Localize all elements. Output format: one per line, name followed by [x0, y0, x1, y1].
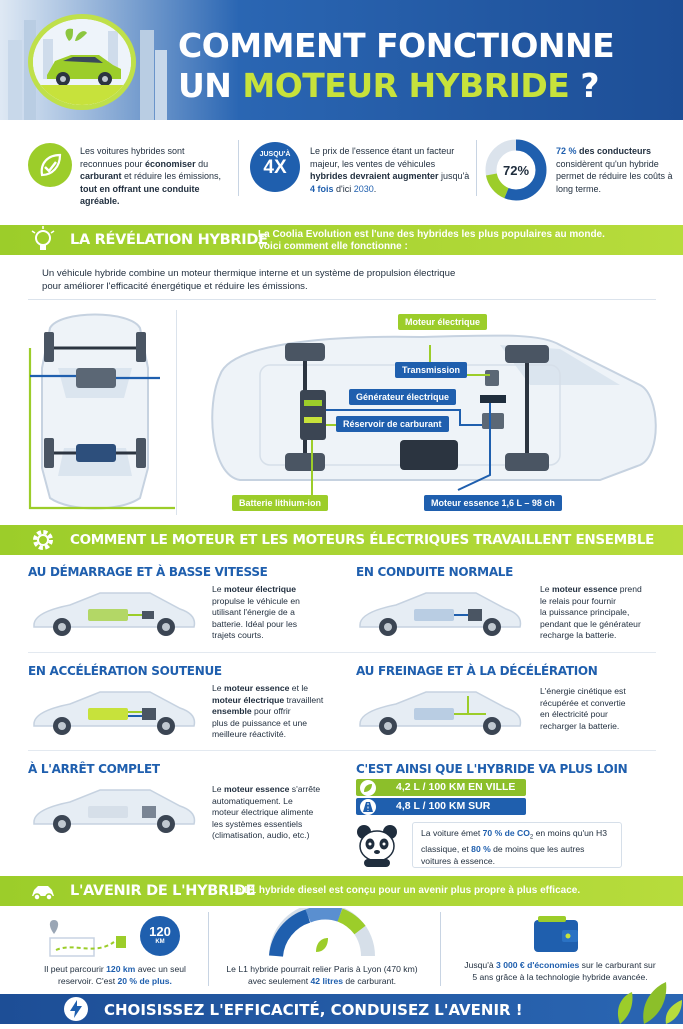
label-moteur-essence: Moteur essence 1,6 L – 98 ch — [424, 495, 562, 511]
divider — [476, 140, 477, 196]
car-top-view — [20, 308, 230, 514]
intro-text: Un véhicule hybride combine un moteur th… — [42, 268, 456, 292]
stat-drivers-text: 72 % des conducteurs considèrent qu'un h… — [556, 146, 673, 194]
divider — [176, 310, 177, 515]
mode-text-acceleration: Le moteur essence et le moteur électriqu… — [212, 683, 324, 739]
leaf-check-icon — [28, 143, 72, 187]
leaves-decoration — [600, 974, 683, 1024]
panda-icon — [354, 822, 400, 868]
car-side-illustration — [30, 585, 200, 640]
car-side-illustration — [30, 782, 200, 837]
future-col1-text: Il peut parcourir 120 km avec un seul re… — [44, 964, 186, 986]
car-icon — [28, 876, 58, 906]
section-bar-working — [0, 525, 683, 555]
footer-slogan: CHOISISSEZ L'EFFICACITÉ, CONDUISEZ L'AVE… — [104, 1001, 523, 1019]
far-title: C'EST AINSI QUE L'HYBRIDE VA PLUS LOIN — [356, 762, 628, 776]
pill-road: 4,8 L / 100 KM SUR ROUTE — [356, 798, 526, 829]
leaf-icon — [360, 780, 376, 796]
divider — [28, 652, 656, 653]
divider — [28, 299, 656, 300]
co2-box: La voiture émet 70 % de CO2 en moins qu'… — [412, 822, 622, 868]
title-highlight: MOTEUR HYBRIDE — [242, 66, 570, 105]
donut-chart: 72% — [484, 138, 548, 202]
mode-title-freinage: AU FREINAGE ET À LA DÉCÉLÉRATION — [356, 664, 598, 678]
page-title-line1: COMMENT FONCTIONNE — [178, 26, 615, 65]
mode-title-arret: À L'ARRÊT COMPLET — [28, 762, 160, 776]
car-side-illustration — [356, 585, 526, 640]
growth-badge: JUSQU'À 4X — [250, 142, 300, 192]
stat-economy-text: Les voitures hybrides sont reconnues pou… — [80, 146, 222, 206]
divider — [440, 912, 441, 986]
section-title-working: COMMENT LE MOTEUR ET LES MOTEURS ÉLECTRI… — [70, 532, 655, 548]
label-batterie: Batterie lithium-ion — [232, 495, 329, 511]
section-bar-revelation — [0, 225, 683, 255]
label-generateur: Générateur électrique — [349, 389, 457, 405]
label-transmission: Transmission — [395, 362, 468, 378]
divider — [208, 912, 209, 986]
section-bar-future — [0, 876, 683, 906]
mode-text-conduite: Le moteur essence prend le relais pour f… — [540, 584, 642, 640]
road-icon — [360, 799, 376, 815]
gear-icon — [28, 525, 58, 555]
lightbulb-icon — [28, 225, 58, 255]
mode-text-arret: Le moteur essence s'arrête automatiqueme… — [212, 784, 321, 840]
donut-percent: 72% — [503, 163, 529, 178]
car-diagram — [200, 315, 670, 515]
hybrid-car-logo — [28, 14, 136, 110]
range-badge: 120 KM — [140, 916, 180, 956]
map-route-illustration — [44, 912, 144, 962]
section-sub-revelation: La Coolia Evolution est l'une des hybrid… — [258, 229, 605, 252]
future-col3-text: Jusqu'à 3 000 € d'économies sur le carbu… — [464, 960, 656, 982]
mode-title-acceleration: EN ACCÉLÉRATION SOUTENUE — [28, 664, 222, 678]
stat-sales-text: Le prix de l'essence étant un facteur ma… — [310, 146, 470, 194]
mode-text-freinage: L'énergie cinétique est récupérée et con… — [540, 686, 626, 731]
mode-title-conduite: EN CONDUITE NORMALE — [356, 565, 514, 579]
gauge-illustration — [268, 903, 376, 958]
wallet-icon — [532, 914, 580, 954]
lightning-icon — [64, 997, 88, 1021]
section-title-future: L'AVENIR DE L'HYBRIDE — [70, 883, 256, 899]
section-sub-future: Le L1 hybride diesel est conçu pour un a… — [230, 885, 581, 896]
car-side-illustration — [30, 684, 200, 739]
car-side-illustration — [356, 684, 526, 739]
page-title-line2: UN MOTEUR HYBRIDE ? — [178, 66, 599, 105]
divider — [28, 750, 656, 751]
footer-banner — [0, 994, 683, 1024]
future-col2-text: Le L1 hybride pourrait relier Paris à Ly… — [226, 964, 418, 986]
label-moteur-electrique: Moteur électrique — [398, 314, 488, 330]
divider — [238, 140, 239, 196]
mode-text-demarrage: Le moteur électrique propulse le véhicul… — [212, 584, 300, 640]
section-title-revelation: LA RÉVÉLATION HYBRIDE — [70, 232, 268, 248]
pill-city: 4,2 L / 100 KM EN VILLE — [356, 779, 526, 796]
label-reservoir: Réservoir de carburant — [336, 416, 449, 432]
mode-title-demarrage: AU DÉMARRAGE ET À BASSE VITESSE — [28, 565, 268, 579]
